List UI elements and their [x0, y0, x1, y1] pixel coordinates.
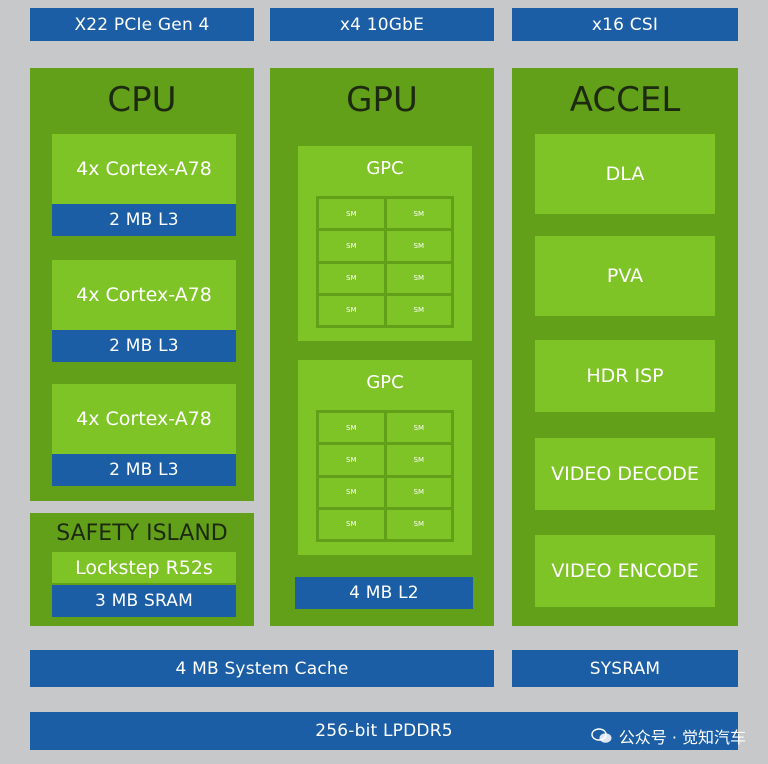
sm-unit: SM	[319, 477, 384, 507]
ethernet-bar: x4 10GbE	[270, 8, 494, 41]
accel-section: ACCEL DLA PVA HDR ISP VIDEO DECODE VIDEO…	[512, 68, 738, 626]
sysram-bar: SYSRAM	[512, 650, 738, 687]
gpc-label: GPC	[366, 372, 404, 393]
cpu-title: CPU	[107, 80, 177, 120]
sm-unit: SM	[386, 445, 451, 475]
sm-unit: SM	[386, 263, 451, 293]
gpu-l2-cache: 4 MB L2	[295, 577, 473, 609]
cpu-core-cluster-1: 4x Cortex-A78	[52, 134, 236, 204]
sm-unit: SM	[319, 413, 384, 443]
lockstep-core: Lockstep R52s	[52, 552, 236, 583]
gpu-title: GPU	[346, 80, 418, 120]
gpc-block-2: GPC SM SM SM SM SM SM SM SM	[298, 360, 472, 555]
hdr-isp-block: HDR ISP	[535, 340, 715, 412]
sm-unit: SM	[319, 295, 384, 325]
sm-array: SM SM SM SM SM SM SM SM	[316, 196, 454, 328]
sm-unit: SM	[386, 413, 451, 443]
cpu-l3-cache-1: 2 MB L3	[52, 204, 236, 236]
accel-title: ACCEL	[569, 80, 681, 120]
sm-unit: SM	[319, 445, 384, 475]
safety-sram: 3 MB SRAM	[52, 585, 236, 617]
sm-unit: SM	[386, 199, 451, 229]
wechat-watermark: 公众号 · 觉知汽车	[591, 724, 746, 748]
cpu-l3-cache-3: 2 MB L3	[52, 454, 236, 486]
sm-unit: SM	[319, 231, 384, 261]
csi-bar: x16 CSI	[512, 8, 738, 41]
cpu-core-cluster-2: 4x Cortex-A78	[52, 260, 236, 330]
pva-block: PVA	[535, 236, 715, 316]
safety-island-section: SAFETY ISLAND Lockstep R52s 3 MB SRAM	[30, 513, 254, 626]
pcie-bar: X22 PCIe Gen 4	[30, 8, 254, 41]
safety-island-title: SAFETY ISLAND	[56, 521, 228, 546]
sm-unit: SM	[386, 509, 451, 539]
sm-unit: SM	[386, 477, 451, 507]
gpc-block-1: GPC SM SM SM SM SM SM SM SM	[298, 146, 472, 341]
system-cache-bar: 4 MB System Cache	[30, 650, 494, 687]
lpddr5-bar: 256-bit LPDDR5	[30, 712, 738, 750]
sm-array: SM SM SM SM SM SM SM SM	[316, 410, 454, 542]
wechat-icon	[591, 728, 612, 743]
sm-unit: SM	[319, 199, 384, 229]
sm-unit: SM	[319, 509, 384, 539]
sm-unit: SM	[319, 263, 384, 293]
video-decode-block: VIDEO DECODE	[535, 438, 715, 510]
watermark-text: 公众号 · 觉知汽车	[618, 728, 746, 747]
dla-block: DLA	[535, 134, 715, 214]
sm-unit: SM	[386, 295, 451, 325]
cpu-core-cluster-3: 4x Cortex-A78	[52, 384, 236, 454]
gpc-label: GPC	[366, 158, 404, 179]
gpu-section: GPU GPC SM SM SM SM SM SM SM SM GPC SM S…	[270, 68, 494, 626]
cpu-section: CPU 4x Cortex-A78 2 MB L3 4x Cortex-A78 …	[30, 68, 254, 501]
cpu-l3-cache-2: 2 MB L3	[52, 330, 236, 362]
sm-unit: SM	[386, 231, 451, 261]
video-encode-block: VIDEO ENCODE	[535, 535, 715, 607]
